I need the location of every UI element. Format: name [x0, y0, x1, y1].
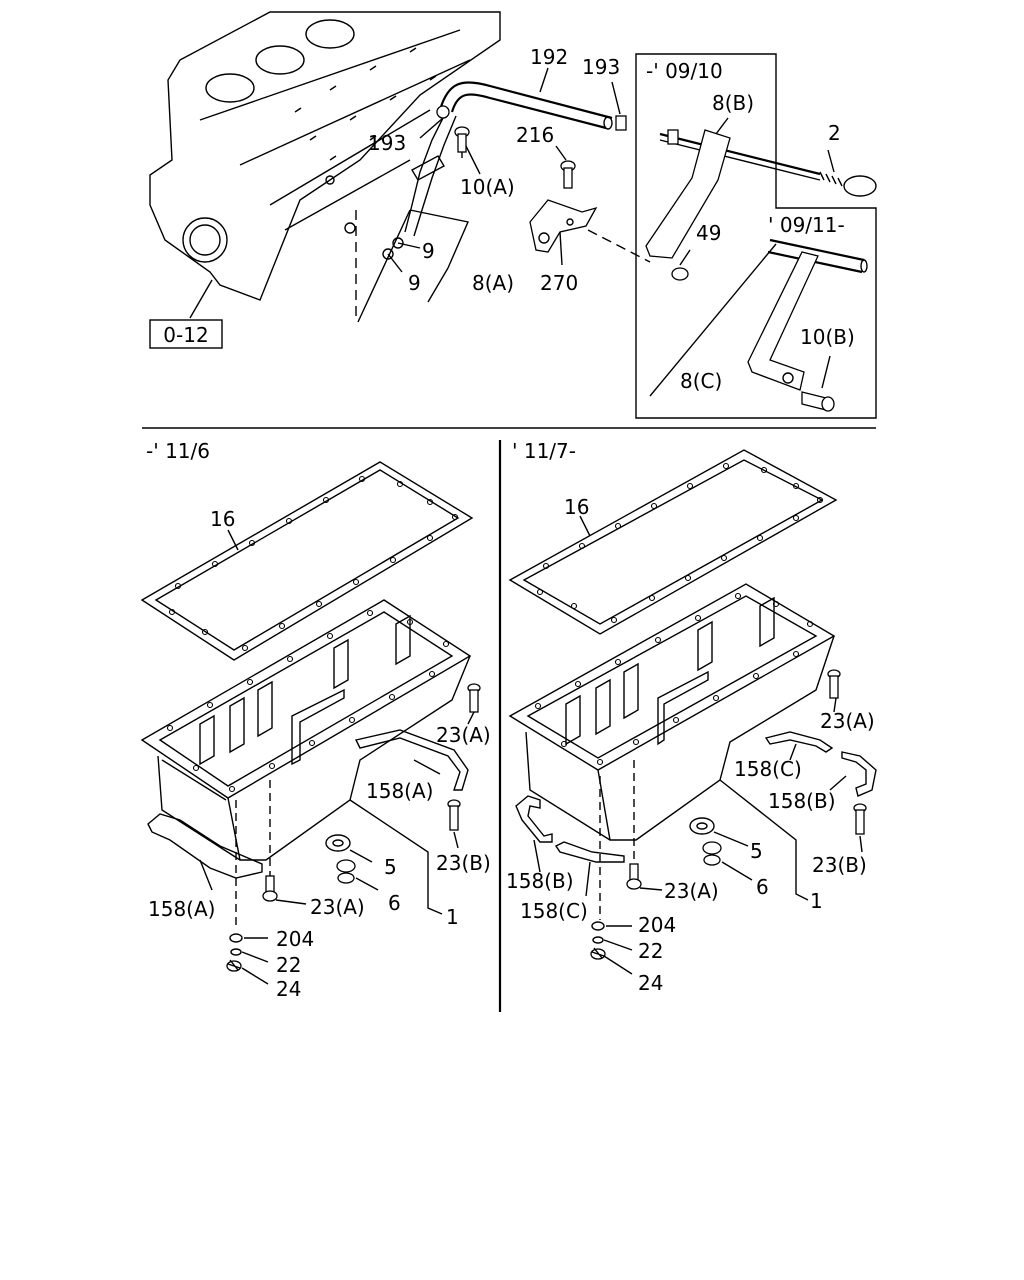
- left-label-16: 16: [210, 507, 235, 531]
- ref-box-0-12: 0-12: [149, 319, 223, 349]
- bolt-23a-right-upper: [827, 669, 841, 699]
- bolt-10b: [801, 391, 835, 412]
- dividers: [142, 427, 876, 1012]
- clip-193-right: [615, 115, 627, 131]
- plug-6-left: [336, 859, 356, 884]
- ref-box-label: 0-12: [163, 323, 208, 347]
- washer-5-left: [325, 834, 351, 852]
- bolt-23b-right: [853, 803, 867, 835]
- right-label-204: 204: [638, 913, 676, 937]
- gasket-158a-left-lower: [147, 813, 263, 879]
- center-lines: [355, 210, 651, 320]
- bolt-23a-left-lower: [262, 875, 278, 902]
- right-label-23a-upper: 23(A): [820, 709, 875, 733]
- right-label-16: 16: [564, 495, 589, 519]
- nut-49: [671, 267, 689, 281]
- label-192: 192: [530, 45, 568, 69]
- left-leaders: [199, 529, 475, 985]
- left-label-22: 22: [276, 953, 301, 977]
- label-10b: 10(B): [800, 325, 855, 349]
- bolt-23a-right-lower: [626, 863, 642, 890]
- top-leaders: [357, 67, 835, 389]
- gasket-158b-right-upper: [841, 751, 877, 797]
- label-193-right: 193: [582, 55, 620, 79]
- label-8c: 8(C): [680, 369, 722, 393]
- right-label-24: 24: [638, 971, 663, 995]
- label-8a: 8(A): [472, 271, 514, 295]
- label-193-left: 193: [368, 131, 406, 155]
- box-09-11-title: ' 09/11-: [768, 213, 845, 237]
- left-labels: 16 23(A) 158(A) 23(B) 5 6 1 158(A) 23(A)…: [148, 507, 491, 1001]
- right-labels: 16 23(A) 158(C) 158(B) 23(B) 5 6 1 158(B…: [506, 495, 875, 995]
- label-9-upper: 9: [422, 239, 435, 263]
- gasket-158b-right-lower: [515, 795, 553, 843]
- bracket-270: [529, 199, 598, 253]
- bolt-10a: [454, 126, 470, 158]
- left-title: -' 11/6: [146, 439, 210, 463]
- box-09-10-title: -' 09/10: [646, 59, 723, 83]
- dipstick-2: [659, 129, 877, 197]
- stack-204-22-24-right: [590, 921, 606, 960]
- label-9-lower: 9: [408, 271, 421, 295]
- left-label-23a-upper: 23(A): [436, 723, 491, 747]
- left-label-6: 6: [388, 891, 401, 915]
- left-label-158a-lower: 158(A): [148, 897, 215, 921]
- bracket-8b: [645, 117, 731, 259]
- o-rings-9: [382, 237, 404, 260]
- left-label-158a-upper: 158(A): [366, 779, 433, 803]
- right-label-23b: 23(B): [812, 853, 867, 877]
- label-49: 49: [696, 221, 721, 245]
- right-label-1: 1: [810, 889, 823, 913]
- box-09-11: ' 09/11-: [768, 213, 845, 237]
- right-label-158c-lower: 158(C): [520, 899, 588, 923]
- clip-193-left: [436, 105, 450, 119]
- guide-tube-192: [404, 81, 613, 237]
- washer-5-right: [689, 817, 715, 835]
- label-270: 270: [540, 271, 578, 295]
- left-label-204: 204: [276, 927, 314, 951]
- label-216: 216: [516, 123, 554, 147]
- top-section: 0-12: [149, 11, 877, 419]
- right-title: ' 11/7-: [512, 439, 576, 463]
- oil-pan-left: [140, 599, 472, 930]
- bolt-23b-left: [447, 799, 461, 831]
- plug-6-right: [702, 841, 722, 866]
- right-leaders: [533, 515, 863, 975]
- right-label-158c-upper: 158(C): [734, 757, 802, 781]
- engine-block: [149, 11, 501, 319]
- right-label-5: 5: [750, 839, 763, 863]
- right-label-158b-upper: 158(B): [768, 789, 836, 813]
- right-label-158b-lower: 158(B): [506, 869, 574, 893]
- left-label-24: 24: [276, 977, 301, 1001]
- label-10a: 10(A): [460, 175, 515, 199]
- bolt-23a-left-upper: [467, 683, 481, 713]
- gasket-16-left: [140, 461, 474, 661]
- gasket-158a-left-upper: [354, 729, 469, 791]
- left-label-23b: 23(B): [436, 851, 491, 875]
- box-09-10: -' 09/10: [635, 53, 877, 419]
- left-section: -' 11/6: [140, 439, 491, 1001]
- right-label-22: 22: [638, 939, 663, 963]
- right-label-6: 6: [756, 875, 769, 899]
- gasket-158c-right-upper: [764, 731, 834, 753]
- gasket-16-right: [508, 449, 838, 635]
- bracket-8c: [747, 251, 819, 391]
- gasket-158c-right-lower: [554, 841, 625, 863]
- left-label-5: 5: [384, 855, 397, 879]
- oil-pan-right: [508, 583, 836, 920]
- right-section: ' 11/7-: [506, 439, 877, 995]
- right-label-23a-lower: 23(A): [664, 879, 719, 903]
- left-label-1: 1: [446, 905, 459, 929]
- label-2: 2: [828, 121, 841, 145]
- bolt-216: [560, 160, 576, 189]
- top-labels: 192 193 193 10(A) 216 8(B) 2 49 9 9 8(A)…: [368, 45, 855, 393]
- left-label-23a-lower: 23(A): [310, 895, 365, 919]
- stack-204-22-24-left: [226, 933, 243, 972]
- label-8b: 8(B): [712, 91, 754, 115]
